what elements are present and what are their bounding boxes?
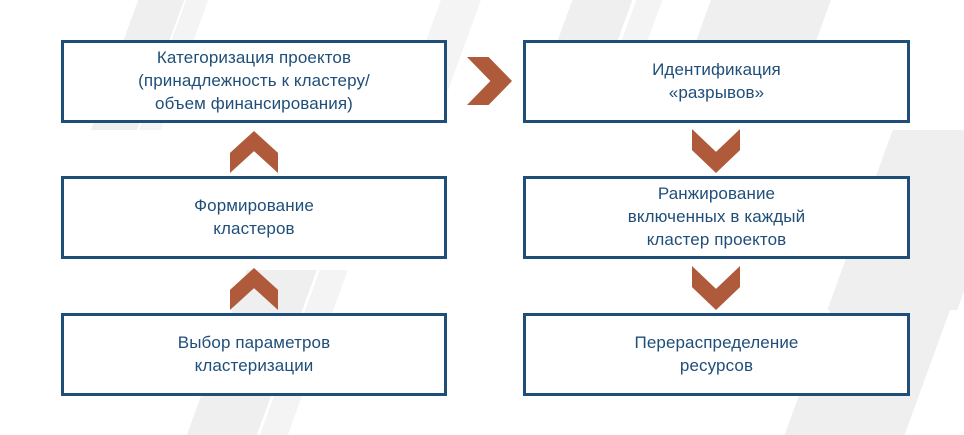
node-cluster-formation-label: Формирование кластеров [194, 195, 314, 238]
node-ranking[interactable]: Ранжирование включенных в каждый кластер… [523, 176, 910, 259]
node-resource-reallocation[interactable]: Перераспределение ресурсов [523, 313, 910, 396]
node-resource-reallocation-label: Перераспределение ресурсов [634, 332, 799, 375]
arrow-identification-to-ranking-icon [692, 129, 740, 173]
node-identification[interactable]: Идентификация «разрывов» [523, 40, 910, 123]
node-parameter-selection-label: Выбор параметров кластеризации [177, 332, 331, 375]
node-categorization[interactable]: Категоризация проектов (принадлежность к… [61, 40, 447, 123]
node-parameter-selection[interactable]: Выбор параметров кластеризации [61, 313, 447, 396]
arrow-params-to-formation-icon [230, 268, 278, 310]
arrow-categorization-to-identification-icon [467, 57, 512, 105]
node-identification-label: Идентификация «разрывов» [652, 59, 781, 102]
node-ranking-label: Ранжирование включенных в каждый кластер… [627, 184, 806, 249]
arrow-formation-to-categorization-icon [230, 131, 278, 173]
node-categorization-label: Категоризация проектов (принадлежность к… [138, 48, 370, 113]
node-cluster-formation[interactable]: Формирование кластеров [61, 176, 447, 259]
arrow-ranking-to-reallocation-icon [692, 266, 740, 310]
